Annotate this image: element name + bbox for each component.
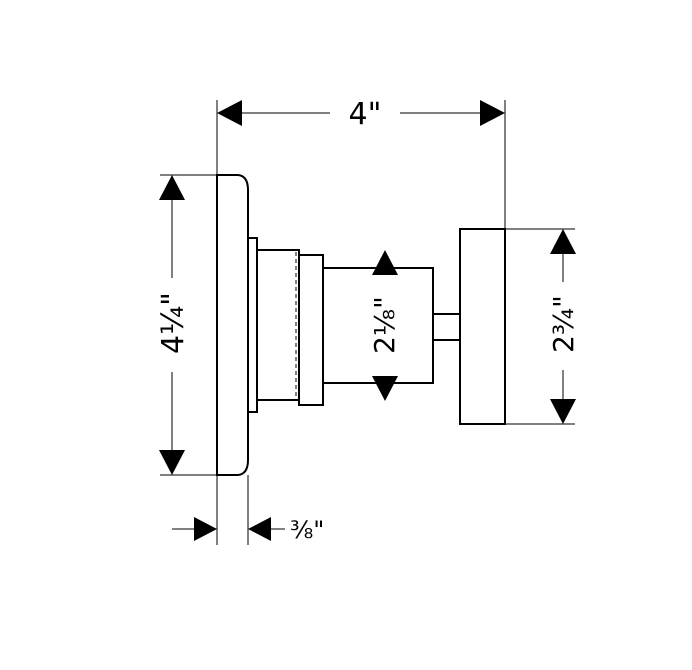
arrow-right <box>194 517 217 541</box>
flange-thickness-label: ⅜" <box>290 516 324 544</box>
arrow-down <box>550 399 576 424</box>
arrow-up <box>372 250 398 275</box>
dimension-body-diameter: 2⅛" <box>368 250 401 401</box>
arrow-down <box>159 450 185 475</box>
arrow-left <box>217 100 242 126</box>
stem <box>432 313 461 341</box>
sleeve-ring <box>298 254 324 406</box>
arrow-up <box>550 229 576 254</box>
flange-height-label: 4¼" <box>156 292 191 354</box>
body-diameter-label: 2⅛" <box>368 296 401 354</box>
dimension-flange-thickness: ⅜" <box>172 516 324 544</box>
cross-handle <box>459 228 506 425</box>
sleeve <box>256 249 300 401</box>
handle-height-label: 2¾" <box>547 295 580 353</box>
arrow-right <box>480 100 505 126</box>
extension-lines <box>160 100 575 545</box>
wall-flange <box>216 174 249 476</box>
arrow-up <box>159 175 185 200</box>
dimension-handle-height: 2¾" <box>547 229 580 424</box>
overall-depth-label: 4" <box>349 97 382 132</box>
dimension-flange-height: 4¼" <box>156 175 191 475</box>
flange-step-ring <box>247 237 258 413</box>
arrow-down <box>372 376 398 401</box>
dimension-overall-depth: 4" <box>217 97 505 132</box>
arrow-left <box>248 517 271 541</box>
valve-trim-outline <box>216 174 506 476</box>
